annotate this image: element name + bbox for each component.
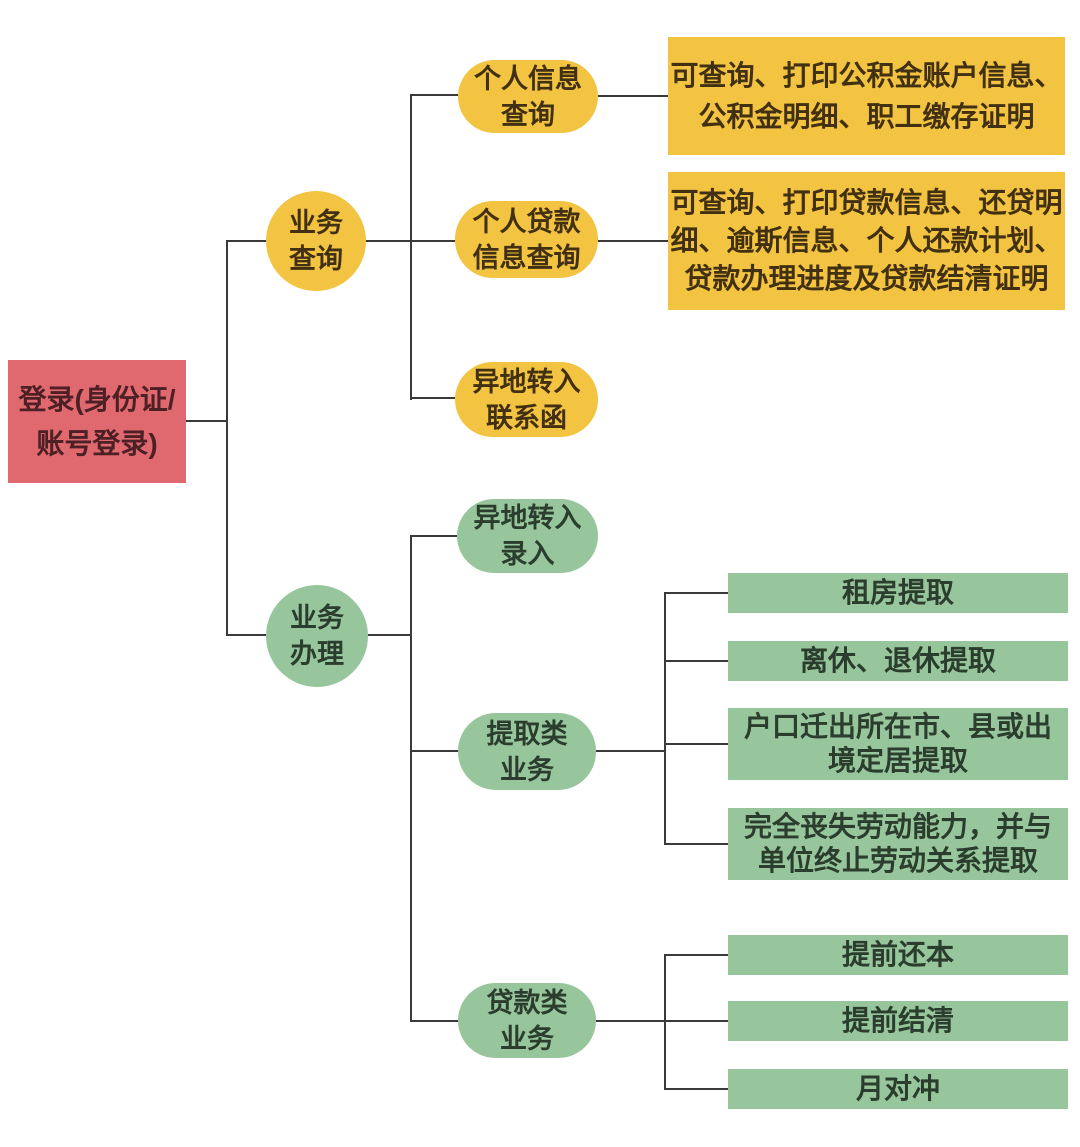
connector-line [410,94,412,400]
connector-line [368,634,410,636]
connector-line [410,535,412,1022]
node-disability-withdraw-line2: 单位终止劳动关系提取 [757,845,1038,876]
node-loan-info-detail-line2: 细、逾斯信息、个人还款计划、 [670,225,1063,256]
node-business-handle-label-line1: 业务 [290,603,344,633]
node-fund-info-detail-line2: 公积金明细、职工缴存证明 [698,101,1035,132]
connector-line [228,240,266,242]
node-early-settlement-label: 提前结清 [841,1005,954,1036]
node-loan-info-detail-line3: 贷款办理进度及贷款结清证明 [684,263,1049,294]
connector-line [596,750,664,752]
node-rent-withdraw: 租房提取 [728,573,1068,613]
node-hukou-withdraw: 户口迁出所在市、县或出 境定居提取 [728,708,1068,780]
node-login-label-line1: 登录(身份证/ [18,383,176,415]
node-personal-loan-query-line2: 信息查询 [472,242,581,273]
node-disability-withdraw-line1: 完全丧失劳动能力，并与 [743,811,1052,842]
node-personal-info-query-line2: 查询 [501,99,555,130]
node-business-query: 业务 查询 [266,191,366,291]
node-business-query-label-line1: 业务 [289,208,343,238]
node-hukou-withdraw-line2: 境定居提取 [827,745,968,776]
connector-line [666,954,728,956]
connector-line [598,95,668,97]
node-early-principal: 提前还本 [728,935,1068,975]
node-retire-withdraw: 离休、退休提取 [728,641,1068,681]
connector-line [226,240,228,636]
connector-line [666,843,728,845]
node-withdraw-business-line1: 提取类 [486,718,568,749]
connector-line [412,397,455,399]
node-loan-business-line1: 贷款类 [486,987,568,1018]
connector-line [666,743,728,745]
connector-line [186,420,226,422]
connector-line [666,1020,728,1022]
connector-line [228,634,266,636]
node-early-principal-label: 提前还本 [841,939,954,970]
node-fund-info-detail-line1: 可查询、打印公积金账户信息、 [670,60,1063,91]
node-loan-business: 贷款类 业务 [458,983,596,1058]
node-withdraw-business-line2: 业务 [500,754,554,785]
node-monthly-offset-label: 月对冲 [855,1073,940,1104]
node-personal-info-query: 个人信息 查询 [458,60,598,133]
connector-line [366,240,410,242]
node-remote-transfer-entry: 异地转入 录入 [457,499,598,573]
connector-line [412,240,455,242]
node-monthly-offset: 月对冲 [728,1069,1068,1109]
connector-line [598,240,668,242]
node-personal-loan-query: 个人贷款 信息查询 [455,201,598,278]
node-remote-transfer-entry-line1: 异地转入 [473,503,582,533]
connector-line [666,592,728,594]
node-hukou-withdraw-line1: 户口迁出所在市、县或出 [743,711,1052,742]
node-retire-withdraw-label: 离休、退休提取 [799,645,996,676]
node-disability-withdraw: 完全丧失劳动能力，并与 单位终止劳动关系提取 [728,808,1068,880]
node-early-settlement: 提前结清 [728,1001,1068,1041]
node-business-query-label-line2: 查询 [289,244,343,274]
node-loan-info-detail: 可查询、打印贷款信息、还贷明 细、逾斯信息、个人还款计划、 贷款办理进度及贷款结… [668,172,1065,310]
node-remote-transfer-letter-line1: 异地转入 [472,366,581,397]
node-login-label-line2: 账号登录) [36,427,158,459]
node-loan-info-detail-line1: 可查询、打印贷款信息、还贷明 [670,187,1063,218]
node-withdraw-business: 提取类 业务 [458,713,596,790]
node-business-handle: 业务 办理 [266,585,368,687]
connector-line [664,592,666,845]
node-personal-info-query-line1: 个人信息 [474,63,582,94]
node-login: 登录(身份证/ 账号登录) [8,360,186,483]
node-personal-loan-query-line1: 个人贷款 [472,206,581,237]
connector-line [666,660,728,662]
connector-line [596,1020,664,1022]
node-remote-transfer-letter: 异地转入 联系函 [455,362,598,437]
connector-line [412,535,457,537]
connector-line [412,94,458,96]
connector-line [412,1020,458,1022]
node-business-handle-label-line2: 办理 [290,639,344,669]
connector-line [666,1088,728,1090]
node-remote-transfer-entry-line2: 录入 [500,539,555,569]
node-loan-business-line2: 业务 [500,1023,554,1054]
connector-line [664,954,666,1090]
node-rent-withdraw-label: 租房提取 [841,577,954,608]
node-fund-info-detail: 可查询、打印公积金账户信息、 公积金明细、职工缴存证明 [668,37,1065,155]
connector-line [412,750,458,752]
node-remote-transfer-letter-line2: 联系函 [486,402,567,433]
